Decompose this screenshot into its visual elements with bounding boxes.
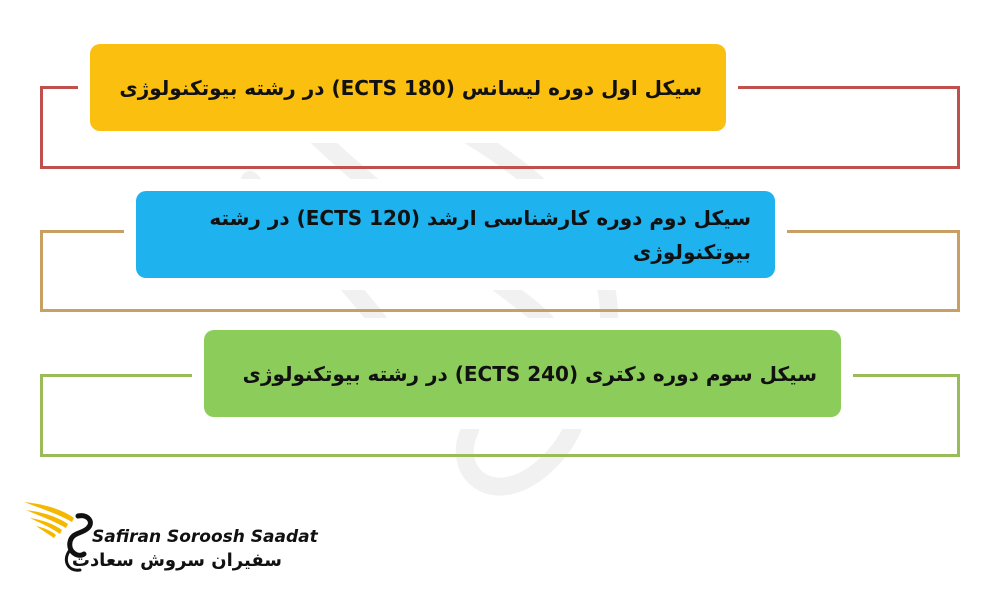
cycle-1-text: سیکل اول دوره لیسانس (180 ECTS) در رشته … <box>119 75 702 100</box>
company-logo: Safiran Soroosh Saadat سفیران سروش سعادت <box>22 494 318 584</box>
logo-name-english: Safiran Soroosh Saadat <box>92 527 318 547</box>
bird-wing-logo-icon <box>24 502 93 572</box>
cycle-2-text: سیکل دوم دوره کارشناسی ارشد (120 ECTS) د… <box>209 205 751 264</box>
cycle-2-label: سیکل دوم دوره کارشناسی ارشد (120 ECTS) د… <box>136 191 775 278</box>
cycle-1-label: سیکل اول دوره لیسانس (180 ECTS) در رشته … <box>90 44 726 131</box>
cycle-3-text: سیکل سوم دوره دکتری (240 ECTS) در رشته ب… <box>242 361 817 386</box>
cycle-3-label: سیکل سوم دوره دکتری (240 ECTS) در رشته ب… <box>204 330 841 417</box>
logo-name-persian: سفیران سروش سعادت <box>71 550 282 571</box>
